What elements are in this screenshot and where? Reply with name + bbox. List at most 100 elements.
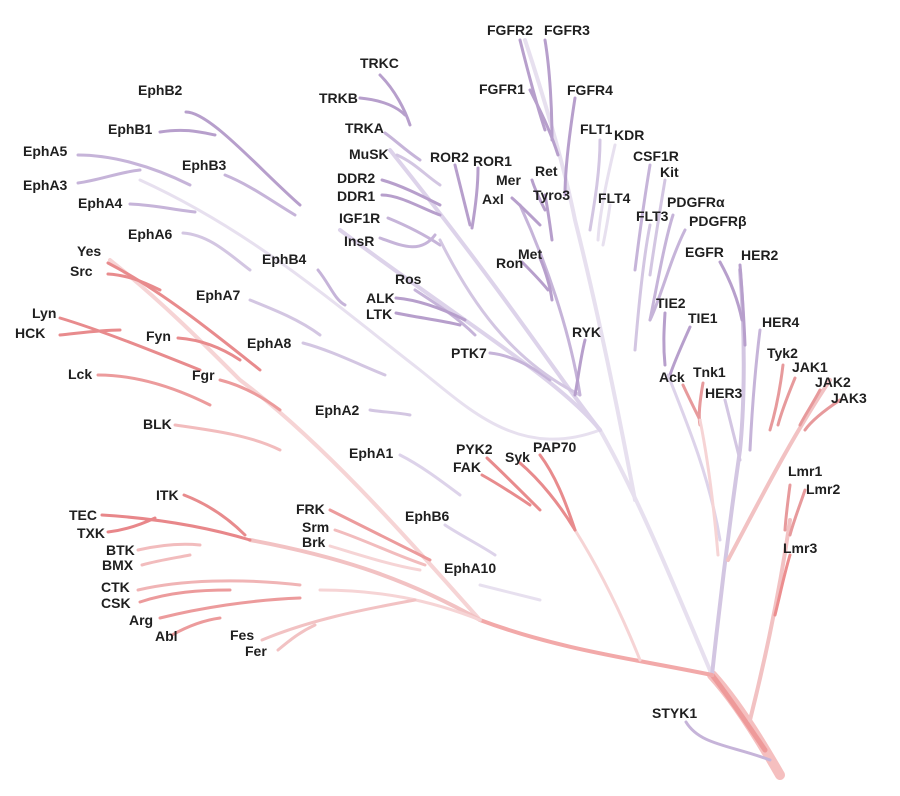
branch-TRKA [383, 131, 422, 162]
label-BMX: BMX [102, 557, 134, 573]
branch-Kit [648, 178, 667, 277]
label-FLT3: FLT3 [636, 208, 669, 224]
label-EphB6: EphB6 [405, 508, 450, 524]
label-TIE1: TIE1 [688, 310, 718, 326]
branch-JAK3 [803, 398, 842, 432]
branch-PAP70 [538, 453, 577, 532]
branch-TIE2 [662, 311, 667, 367]
branch-fgfr-trunk [523, 38, 637, 502]
label-HER2: HER2 [741, 247, 779, 263]
branch-Ack [681, 383, 702, 422]
branch-HER2 [738, 263, 747, 347]
branch-fak-trunk [573, 528, 642, 662]
branch-EphA6 [181, 231, 252, 272]
label-Lmr1: Lmr1 [788, 463, 822, 479]
branch-ROR2 [453, 163, 472, 227]
label-JAK2: JAK2 [815, 374, 851, 390]
label-EphA5: EphA5 [23, 143, 68, 159]
branch-Fgr [218, 378, 282, 412]
branch-PDGFRb [648, 228, 687, 322]
branch-FGFR1 [528, 88, 560, 157]
label-FGFR2: FGFR2 [487, 22, 533, 38]
label-Tyk2: Tyk2 [767, 345, 798, 361]
label-TXK: TXK [77, 525, 105, 541]
branch-Lmr3 [773, 553, 792, 617]
branch-ALK [394, 296, 467, 322]
label-PTK7: PTK7 [451, 345, 487, 361]
branch-TEC [100, 513, 252, 542]
label-Brk: Brk [302, 534, 326, 550]
label-Tyro3: Tyro3 [533, 187, 570, 203]
label-TEC: TEC [69, 507, 97, 523]
label-LTK: LTK [366, 306, 392, 322]
branch-EphA3 [76, 168, 142, 185]
label-TRKB: TRKB [319, 90, 358, 106]
branch-EphB4 [316, 268, 347, 307]
label-Lck: Lck [68, 366, 92, 382]
label-ROR1: ROR1 [473, 153, 512, 169]
branch-Ros [413, 288, 477, 337]
label-FGFR4: FGFR4 [567, 82, 613, 98]
label-Fgr: Fgr [192, 367, 215, 383]
branch-csk-trunk [318, 588, 482, 622]
branch-lmr-trunk [748, 518, 792, 722]
label-TRKC: TRKC [360, 55, 399, 71]
branch-Fes [260, 598, 417, 642]
label-FRK: FRK [296, 501, 325, 517]
branch-rtk-trunk [598, 428, 714, 677]
branch-tec-trunk [248, 538, 482, 622]
label-ALK: ALK [366, 290, 395, 306]
branch-EphA5 [76, 153, 192, 187]
label-FLT4: FLT4 [598, 190, 631, 206]
label-HER3: HER3 [705, 385, 743, 401]
label-PDGFRb: PDGFRβ [689, 213, 747, 229]
branch-Lck [96, 373, 212, 407]
label-Fes: Fes [230, 627, 254, 643]
branch-InsR [378, 233, 437, 249]
branch-Lyn [58, 316, 202, 372]
label-CSK: CSK [101, 595, 131, 611]
branch-HCK [58, 328, 122, 337]
branch-Tyk2 [768, 363, 785, 432]
label-TRKA: TRKA [345, 120, 384, 136]
label-ROR2: ROR2 [430, 149, 469, 165]
label-Abl: Abl [155, 628, 178, 644]
label-Lmr2: Lmr2 [806, 481, 840, 497]
label-Fer: Fer [245, 643, 267, 659]
branch-Met [538, 256, 554, 302]
branch-FGFR3 [543, 38, 554, 142]
branch-Lmr1 [783, 483, 792, 532]
branch-EphA1 [398, 453, 462, 497]
branch-IGF1R [386, 216, 442, 247]
branch-BTK [136, 542, 202, 552]
label-DDR1: DDR1 [337, 188, 375, 204]
label-EphB4: EphB4 [262, 251, 307, 267]
branch-PDGFRa [648, 213, 675, 322]
branch-DDR1 [380, 193, 442, 217]
branch-nrtk-trunk [478, 618, 714, 677]
branch-Brk [328, 544, 422, 572]
branch-FRK [328, 508, 432, 562]
branch-CSF1R [633, 163, 652, 272]
branches [58, 38, 842, 780]
branch-TRKC [378, 73, 412, 127]
branch-TXK [106, 516, 157, 534]
label-RYK: RYK [572, 324, 601, 340]
label-Ack: Ack [659, 369, 685, 385]
label-KDR: KDR [614, 127, 644, 143]
branch-Ron [520, 260, 550, 292]
branch-TRKB [358, 96, 407, 117]
branch-EphA7 [248, 298, 322, 337]
root-trunk-core [709, 672, 768, 753]
label-EphA10: EphA10 [444, 560, 496, 576]
label-Ros: Ros [395, 271, 422, 287]
label-Src: Src [70, 263, 93, 279]
label-EphB1: EphB1 [108, 121, 153, 137]
label-PAP70: PAP70 [533, 439, 577, 455]
label-EphA1: EphA1 [349, 445, 394, 461]
branch-EphB2 [184, 110, 302, 207]
label-IGF1R: IGF1R [339, 210, 380, 226]
label-Ron: Ron [496, 255, 523, 271]
label-HER4: HER4 [762, 314, 800, 330]
